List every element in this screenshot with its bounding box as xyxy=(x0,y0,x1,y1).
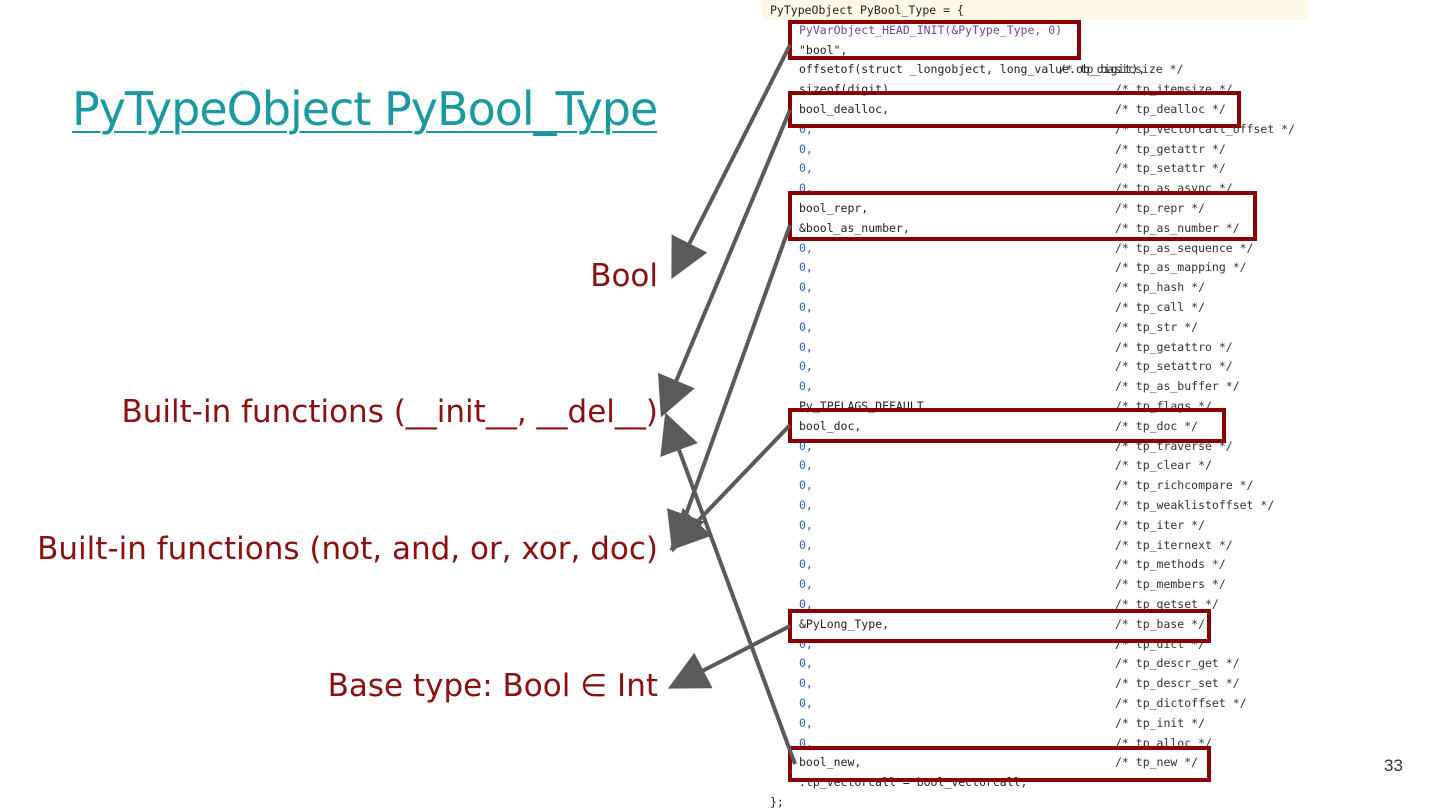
code-comment: /* tp_weaklistoffset */ xyxy=(1115,498,1275,512)
code-text: 0, xyxy=(799,379,813,394)
code-comment: /* tp_init */ xyxy=(1115,715,1206,730)
highlight-new xyxy=(788,746,1211,782)
code-text: 0, xyxy=(799,597,813,611)
code-text: 0, xyxy=(799,498,813,512)
code-comment: /* tp_call */ xyxy=(1115,300,1206,314)
code-comment: /* tp_str */ xyxy=(1115,319,1199,334)
code-comment: /* tp_iternext */ xyxy=(1115,537,1233,552)
code-comment: /* tp_doc */ xyxy=(1115,418,1199,433)
code-text: 0, xyxy=(799,300,813,314)
code-comment: /* tp_hash */ xyxy=(1115,280,1206,295)
label-builtin-ops: Built-in functions (not, and, or, xor, d… xyxy=(37,531,658,567)
highlight-dealloc xyxy=(788,91,1241,128)
code-text: 0, xyxy=(799,656,813,671)
code-comment: /* tp_descr_set */ xyxy=(1115,676,1240,691)
code-text: 0, xyxy=(799,240,813,255)
label-builtin-init-del: Built-in functions (__init__, __del__) xyxy=(121,394,658,430)
code-text: "bool", xyxy=(799,42,848,57)
code-text: &PyLong_Type, xyxy=(799,616,890,631)
highlight-repr-number xyxy=(788,191,1257,241)
code-comment: /* tp_members */ xyxy=(1115,577,1226,592)
code-text: 0, xyxy=(799,339,813,354)
code-comment: /* tp_as_buffer */ xyxy=(1115,379,1240,394)
code-comment: /* tp_descr_get */ xyxy=(1115,656,1240,671)
code-text: 0, xyxy=(799,478,813,493)
code-comment: /* tp_as_mapping */ xyxy=(1115,260,1247,275)
code-text: PyVarObject_HEAD_INIT(&PyType_Type, 0) xyxy=(799,22,1063,37)
code-text: 0, xyxy=(799,715,813,730)
code-text: 0, xyxy=(799,517,813,532)
code-text: 0, xyxy=(799,280,813,295)
code-comment: /* tp_clear */ xyxy=(1115,458,1212,473)
label-bool: Bool xyxy=(590,258,658,294)
code-comment: /* tp_basicsize */ xyxy=(1045,62,1184,77)
code-text: bool_repr, xyxy=(799,201,869,215)
code-text: 0, xyxy=(799,359,813,374)
code-header-highlight xyxy=(762,0,1308,20)
code-comment: /* tp_base */ xyxy=(1115,616,1206,631)
code-text: 0, xyxy=(799,260,813,275)
code-comment: /* tp_dealloc */ xyxy=(1115,102,1226,116)
highlight-base xyxy=(788,609,1211,643)
code-text: bool_new, xyxy=(799,755,862,770)
code-comment: /* tp_dictoffset */ xyxy=(1115,696,1247,710)
code-text: 0, xyxy=(799,141,813,156)
slide-title[interactable]: PyTypeObject PyBool_Type xyxy=(72,82,658,136)
code-comment: /* tp_as_number */ xyxy=(1115,220,1240,235)
code-text: 0, xyxy=(799,676,813,691)
code-comment: /* tp_repr */ xyxy=(1115,201,1206,215)
code-comment: /* tp_setattr */ xyxy=(1115,161,1226,176)
code-text: 0, xyxy=(799,458,813,473)
highlight-doc xyxy=(788,408,1226,443)
code-comment: /* tp_as_sequence */ xyxy=(1115,240,1254,255)
code-text: 0, xyxy=(799,557,813,572)
code-text: 0, xyxy=(799,319,813,334)
code-text: 0, xyxy=(799,577,813,592)
code-comment: /* tp_richcompare */ xyxy=(1115,478,1254,493)
code-comment: /* tp_getattr */ xyxy=(1115,141,1226,156)
code-text: bool_dealloc, xyxy=(799,102,890,116)
code-comment: /* tp_getattro */ xyxy=(1115,339,1233,354)
code-comment: /* tp_setattro */ xyxy=(1115,359,1233,374)
code-text: 0, xyxy=(799,537,813,552)
code-text: 0, xyxy=(799,696,813,710)
code-text: }; xyxy=(770,795,784,809)
code-text: PyTypeObject PyBool_Type = { xyxy=(770,3,964,17)
code-comment: /* tp_methods */ xyxy=(1115,557,1226,572)
label-base-type: Base type: Bool ∈ Int xyxy=(327,668,658,704)
code-comment: /* tp_getset */ xyxy=(1115,597,1219,611)
highlight-head-init xyxy=(788,20,1081,60)
code-text: offsetof(struct _longobject, long_value.… xyxy=(799,62,1146,77)
code-comment: /* tp_iter */ xyxy=(1115,517,1206,532)
code-comment: /* tp_new */ xyxy=(1115,755,1199,770)
code-text: bool_doc, xyxy=(799,418,862,433)
page-number: 33 xyxy=(1384,756,1403,775)
code-text: 0, xyxy=(799,161,813,176)
code-text: &bool_as_number, xyxy=(799,220,910,235)
